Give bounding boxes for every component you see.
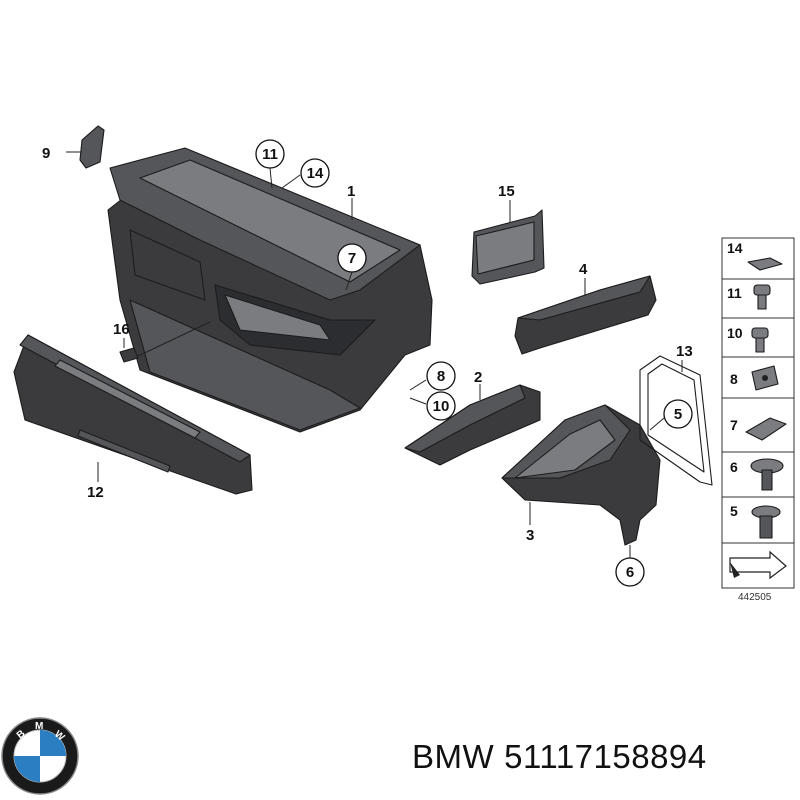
callout-13: 13 — [676, 343, 693, 360]
bmw-logo: B M W — [1, 717, 79, 795]
callout-11: 11 — [262, 146, 278, 163]
part-13-seal — [639, 355, 713, 486]
callout-6: 6 — [626, 564, 634, 581]
part-4-duct — [514, 275, 657, 355]
fastener-legend: 14 11 10 8 7 6 5 — [721, 237, 795, 589]
callout-7a: 7 — [348, 250, 356, 267]
caption-brand: BMW — [412, 738, 495, 775]
part-12-lower-guide — [13, 334, 253, 495]
callout-12: 12 — [87, 484, 104, 501]
callout-circle-7a — [337, 243, 367, 273]
callout-14: 14 — [307, 165, 324, 182]
legend-item-8: 8 — [730, 371, 738, 387]
callout-4: 4 — [579, 261, 588, 278]
legend-item-11: 11 — [727, 285, 742, 301]
reference-number: 442505 — [738, 592, 772, 603]
callout-3: 3 — [526, 527, 534, 544]
callout-circle-11 — [255, 139, 285, 169]
callout-10: 10 — [433, 398, 450, 415]
callout-1: 1 — [347, 183, 355, 200]
part-9-cover — [79, 125, 105, 169]
callout-circle-10 — [426, 391, 456, 421]
callout-circle-6 — [615, 557, 645, 587]
leader-lines — [66, 151, 683, 560]
legend-item-10: 10 — [727, 325, 743, 341]
legend-item-14: 14 — [727, 240, 743, 256]
callout-16: 16 — [113, 321, 130, 338]
caption-part-number: 51117158894 — [504, 738, 707, 775]
part-2-duct — [404, 384, 541, 466]
part-16-bracket — [119, 347, 139, 363]
callout-circle-14 — [300, 158, 330, 188]
callout-2: 2 — [474, 369, 482, 386]
part-15-duct — [471, 209, 545, 285]
part-1-frame — [107, 147, 433, 433]
callout-8: 8 — [437, 368, 445, 385]
legend-item-6: 6 — [730, 459, 738, 475]
logo-letter-m: M — [35, 721, 43, 732]
callout-9: 9 — [42, 145, 50, 162]
legend-item-5: 5 — [730, 503, 738, 519]
callouts: 9 11 14 1 7 15 4 13 2 16 8 10 5 3 6 12 — [42, 139, 693, 587]
callout-circle-5 — [663, 399, 693, 429]
legend-item-7: 7 — [730, 417, 738, 433]
callout-15: 15 — [498, 183, 515, 200]
callout-circle-8 — [426, 361, 456, 391]
part-3-duct — [501, 404, 661, 546]
callout-5: 5 — [674, 406, 682, 423]
